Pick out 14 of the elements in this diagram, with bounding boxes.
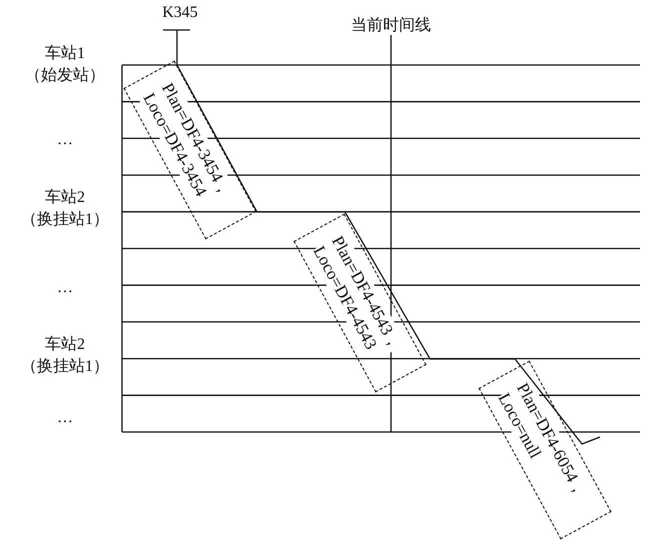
time-line-label: 当前时间线 [351, 16, 431, 36]
station-note: （换挂站1） [21, 357, 109, 376]
ellipsis: … [57, 130, 73, 150]
train-number: K345 [162, 3, 198, 22]
station-name: 车站2 [45, 335, 85, 354]
station-name: 车站2 [45, 188, 85, 208]
plan-note-box [123, 60, 257, 240]
ellipsis: … [57, 278, 73, 298]
station-note: （始发站） [25, 66, 105, 86]
ellipsis: … [57, 408, 73, 428]
station-note: （换挂站1） [21, 210, 109, 230]
plan-note-box [478, 360, 612, 540]
station-name: 车站1 [45, 44, 85, 64]
plan-note-box [293, 214, 427, 392]
